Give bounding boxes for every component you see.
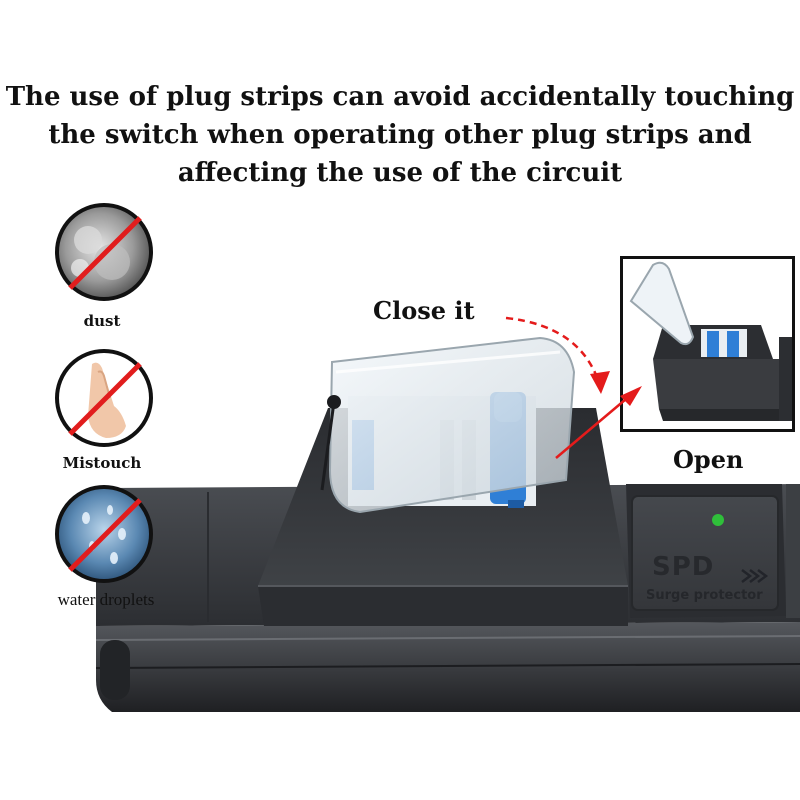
- spd-module: [626, 484, 800, 618]
- close-it-callout: Close it: [373, 296, 475, 325]
- headline-line-2: the switch when operating other plug str…: [48, 120, 752, 150]
- close-arrow-icon: [505, 316, 610, 394]
- mistouch-label: Mistouch: [62, 454, 142, 472]
- finger-touch-prohibited-icon: [55, 349, 153, 447]
- open-state-illustration: [623, 259, 792, 429]
- headline-line-1: The use of plug strips can avoid acciden…: [5, 82, 795, 112]
- headline-line-3: affecting the use of the circuit: [177, 158, 623, 188]
- transparent-cover: [320, 336, 576, 514]
- open-callout: Open: [673, 445, 744, 474]
- spd-title: SPD: [652, 552, 715, 582]
- water-droplets-prohibited-icon: [55, 485, 153, 583]
- indicator-light-icon: [712, 514, 724, 526]
- open-state-inset: [620, 256, 795, 432]
- open-arrow-icon: [555, 386, 642, 459]
- dust-label: dust: [83, 312, 121, 330]
- water-droplets-label: water droplets: [57, 590, 155, 609]
- headline: The use of plug strips can avoid acciden…: [0, 78, 800, 192]
- chevrons-icon: [741, 569, 769, 583]
- spd-subtitle: Surge protector: [646, 588, 763, 603]
- dust-prohibited-icon: [55, 203, 153, 301]
